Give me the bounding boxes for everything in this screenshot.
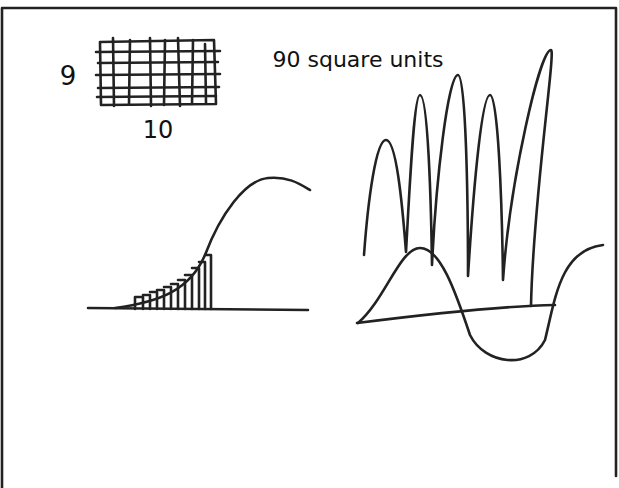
riemann-sum-sketch: [88, 178, 310, 310]
handwritten-label: 9: [60, 62, 77, 91]
handwritten-label: 90 square units: [272, 48, 443, 72]
handwritten-label: 10: [143, 117, 174, 143]
area-grid: [96, 38, 220, 106]
oscillating-curves-sketch: [357, 50, 603, 360]
page-frame: [2, 8, 616, 488]
